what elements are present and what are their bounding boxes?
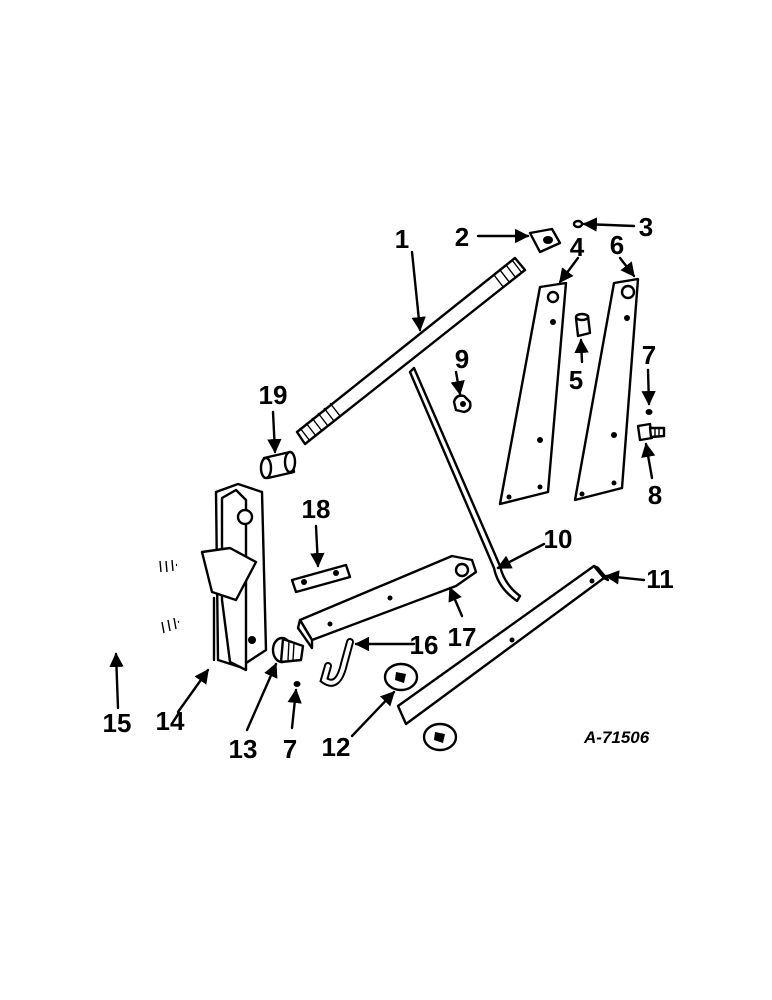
bolt-lower — [271, 636, 305, 664]
u-bolt — [77, 559, 180, 650]
callout-6: 6 — [610, 230, 624, 260]
lock-washer-lower — [293, 681, 301, 687]
callout-3: 3 — [639, 212, 653, 242]
spacer-plate — [290, 563, 352, 594]
callout-12: 12 — [322, 732, 351, 762]
callout-14: 14 — [156, 706, 185, 736]
threaded-rod — [295, 256, 527, 446]
lock-washer-upper — [645, 409, 653, 415]
leader-arrows — [109, 217, 656, 738]
callout-17: 17 — [448, 622, 477, 652]
callout-15: 15 — [103, 708, 132, 738]
callout-7-upper: 7 — [642, 340, 656, 370]
long-bar — [396, 564, 610, 726]
washer-upper — [383, 662, 419, 692]
side-plate-left — [498, 281, 568, 506]
callout-2: 2 — [455, 222, 469, 252]
bolt-right — [636, 422, 666, 442]
bent-rod — [408, 366, 522, 603]
drawing-reference-number: A-71506 — [583, 728, 650, 747]
callout-11: 11 — [646, 564, 674, 594]
washer-lower — [422, 722, 458, 752]
clamp — [452, 394, 472, 414]
side-plate-right — [573, 277, 640, 502]
callout-7-lower: 7 — [283, 734, 297, 764]
callout-8: 8 — [648, 480, 662, 510]
callout-13: 13 — [229, 734, 258, 764]
block-nut — [528, 227, 562, 254]
callout-16: 16 — [410, 630, 439, 660]
callout-labels: 1 2 3 4 5 6 7 8 9 10 11 12 13 7 14 15 16… — [103, 212, 674, 764]
callout-4: 4 — [570, 232, 585, 262]
bushing — [574, 312, 592, 338]
small-u-bolt — [319, 638, 354, 687]
cotter-pin — [572, 219, 584, 229]
callout-10: 10 — [544, 524, 573, 554]
callout-5: 5 — [569, 365, 583, 395]
callout-18: 18 — [302, 494, 331, 524]
bracket — [200, 482, 268, 672]
callout-19: 19 — [259, 380, 288, 410]
channel-brace — [296, 554, 478, 650]
callout-9: 9 — [455, 344, 469, 374]
callout-1: 1 — [395, 224, 409, 254]
round-nut — [259, 450, 297, 480]
